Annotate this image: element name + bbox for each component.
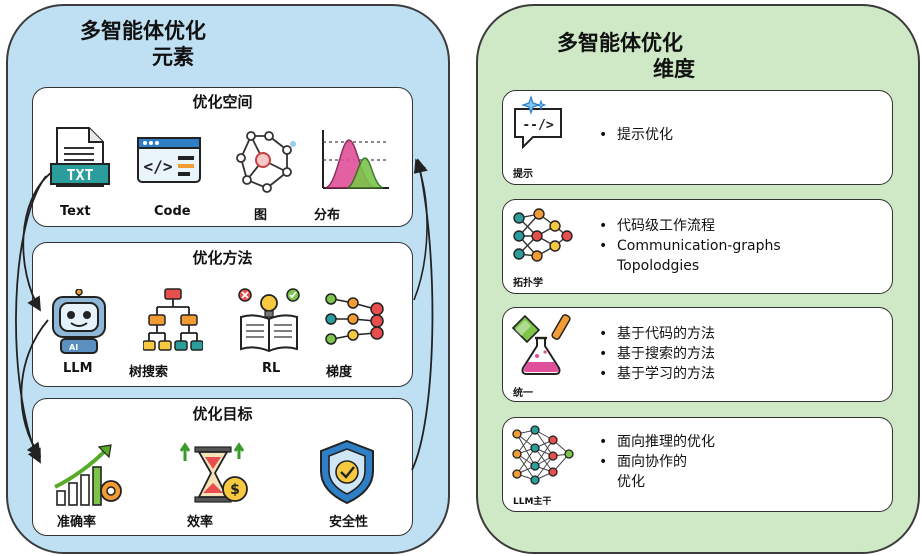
distribution-label: 分布: [314, 208, 341, 223]
optimization-space-box: 优化空间 TXT Text </> Code: [32, 87, 413, 227]
rl-label: RL: [262, 361, 281, 376]
unified-bullets: 基于代码的方法 基于搜索的方法 基于学习的方法: [597, 324, 715, 384]
left-panel-title-line1: 多智能体优化: [80, 19, 206, 43]
right-panel-title-line2: 维度: [653, 57, 695, 81]
dimension-prompt-box: --/> 提示 提示优化: [502, 90, 893, 185]
prompt-label: 提示: [513, 169, 533, 180]
bullet-continuation: Topolodgies: [617, 258, 700, 274]
efficiency-label: 效率: [187, 515, 214, 530]
dimension-topology-box: 拓扑学 代码级工作流程 Communication-graphs Topolod…: [502, 199, 893, 294]
space-to-method-arrow: [22, 171, 53, 312]
distribution-icon: [317, 128, 391, 192]
code-label: Code: [154, 204, 191, 219]
unified-label: 统一: [513, 388, 533, 399]
left-panel-title-line2: 元素: [152, 45, 194, 69]
topology-bullets: 代码级工作流程 Communication-graphs Topolodgies: [597, 216, 781, 276]
optimization-method-title: 优化方法: [192, 249, 253, 267]
robot-icon: AI: [49, 289, 109, 355]
llm-backbone-bullets: 面向推理的优化 面向协作的 优化: [597, 432, 715, 492]
bullet-item: Communication-graphs: [597, 236, 781, 256]
bullet-item: 提示优化: [597, 125, 673, 145]
ai-badge-text: AI: [69, 343, 78, 352]
txt-badge-text: TXT: [66, 166, 93, 184]
svg-text:--/>: --/>: [522, 118, 553, 133]
safety-label: 安全性: [329, 515, 369, 530]
optimization-method-box: 优化方法 AI LLM: [32, 242, 413, 387]
graph-icon: [233, 130, 297, 194]
goal-to-space-arrow: [411, 158, 434, 471]
efficiency-hourglass-icon: $: [179, 441, 251, 507]
network-topology-icon: [509, 206, 575, 272]
svg-text:$: $: [230, 482, 240, 498]
topology-label: 拓扑学: [513, 278, 543, 289]
dimension-llm-backbone-box: LLM主干 面向推理的优化 面向协作的 优化: [502, 417, 893, 512]
text-file-icon: TXT: [49, 126, 111, 198]
gradient-icon: [323, 289, 387, 351]
llm-label: LLM: [63, 361, 93, 376]
code-glyph: </>: [144, 157, 173, 176]
bullet-item: 面向推理的优化: [597, 432, 715, 452]
optimization-goal-title: 优化目标: [192, 405, 253, 423]
prompt-bullets: 提示优化: [597, 125, 673, 145]
bullet-item: 代码级工作流程: [597, 216, 781, 236]
method-to-space-arrow: [413, 158, 428, 301]
tree-search-icon: [143, 287, 203, 357]
dimension-unified-box: 统一 基于代码的方法 基于搜索的方法 基于学习的方法: [502, 307, 893, 402]
lab-flask-icon: [509, 312, 575, 382]
code-window-icon: </>: [136, 136, 202, 184]
rl-book-icon: [237, 287, 301, 353]
optimization-space-title: 优化空间: [192, 93, 253, 111]
llm-backbone-label: LLM主干: [513, 497, 552, 507]
safety-shield-icon: [317, 439, 377, 505]
text-label: Text: [60, 204, 91, 219]
accuracy-chart-icon: [53, 443, 125, 507]
bullet-item: 基于学习的方法: [597, 364, 715, 384]
method-to-goal-arrow: [20, 319, 49, 458]
bullet-item: 基于代码的方法: [597, 324, 715, 344]
neural-network-icon: [509, 424, 575, 490]
tree-search-label: 树搜索: [129, 365, 169, 380]
space-to-goal-arrow: [15, 175, 47, 464]
gradient-label: 梯度: [326, 365, 353, 380]
graph-label: 图: [254, 208, 268, 223]
right-panel-title-line1: 多智能体优化: [557, 31, 683, 55]
optimization-goal-box: 优化目标 准确率 $ 效率: [32, 398, 413, 536]
accuracy-label: 准确率: [57, 515, 97, 530]
prompt-icon: --/>: [509, 95, 569, 159]
bullet-item: 基于搜索的方法: [597, 344, 715, 364]
bullet-continuation: 优化: [617, 474, 645, 490]
bullet-item: 面向协作的: [597, 452, 715, 472]
